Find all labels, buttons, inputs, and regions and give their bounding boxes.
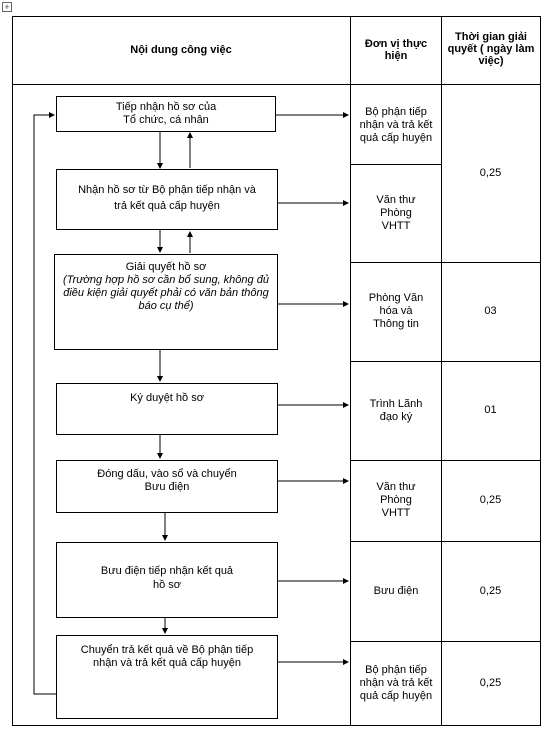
table-move-handle[interactable]: +	[2, 2, 12, 12]
time-cell-2: 03	[484, 305, 497, 317]
unit-cell-5: Văn thư Phòng VHTT	[376, 481, 416, 519]
header-unit: Đơn vị thực hiện	[364, 38, 428, 62]
step-box-6: Bưu điện tiếp nhận kết quả hồ sơ	[56, 542, 278, 618]
step-box-1: Tiếp nhận hồ sơ của Tổ chức, cá nhân	[56, 96, 276, 132]
header-content: Nội dung công việc	[130, 44, 232, 56]
step-box-3: Giải quyết hồ sơ (Trường hợp hồ sơ cần b…	[54, 254, 278, 350]
unit-cell-1: Bộ phận tiếp nhận và trả kết quả cấp huy…	[359, 105, 433, 144]
time-cell-6: 0,25	[479, 676, 502, 689]
time-cell-4: 0,25	[479, 494, 502, 506]
step-box-5: Đóng dấu, vào sổ và chuyển Bưu điện	[56, 460, 278, 513]
time-cell-1: 0,25	[479, 167, 502, 179]
unit-cell-4: Trình Lãnh đạo ký	[369, 397, 423, 423]
unit-cell-3: Phòng Văn hóa và Thông tin	[368, 292, 424, 330]
step-box-4: Ký duyệt hồ sơ	[56, 383, 278, 435]
step-box-2: Nhận hồ sơ từ Bộ phận tiếp nhận và trả k…	[56, 169, 278, 230]
unit-cell-2: Văn thư Phòng VHTT	[376, 193, 416, 232]
arrow-loop-back	[33, 112, 56, 695]
header-time: Thời gian giải quyết ( ngày làm việc)	[447, 31, 535, 67]
unit-cell-6: Bưu điện	[373, 584, 419, 597]
time-cell-3: 01	[484, 404, 497, 416]
step-box-7: Chuyển trả kết quả về Bộ phận tiếp nhận …	[56, 635, 278, 719]
time-cell-5: 0,25	[479, 584, 502, 597]
unit-cell-7: Bộ phận tiếp nhận và trả kết quả cấp huy…	[359, 663, 433, 702]
